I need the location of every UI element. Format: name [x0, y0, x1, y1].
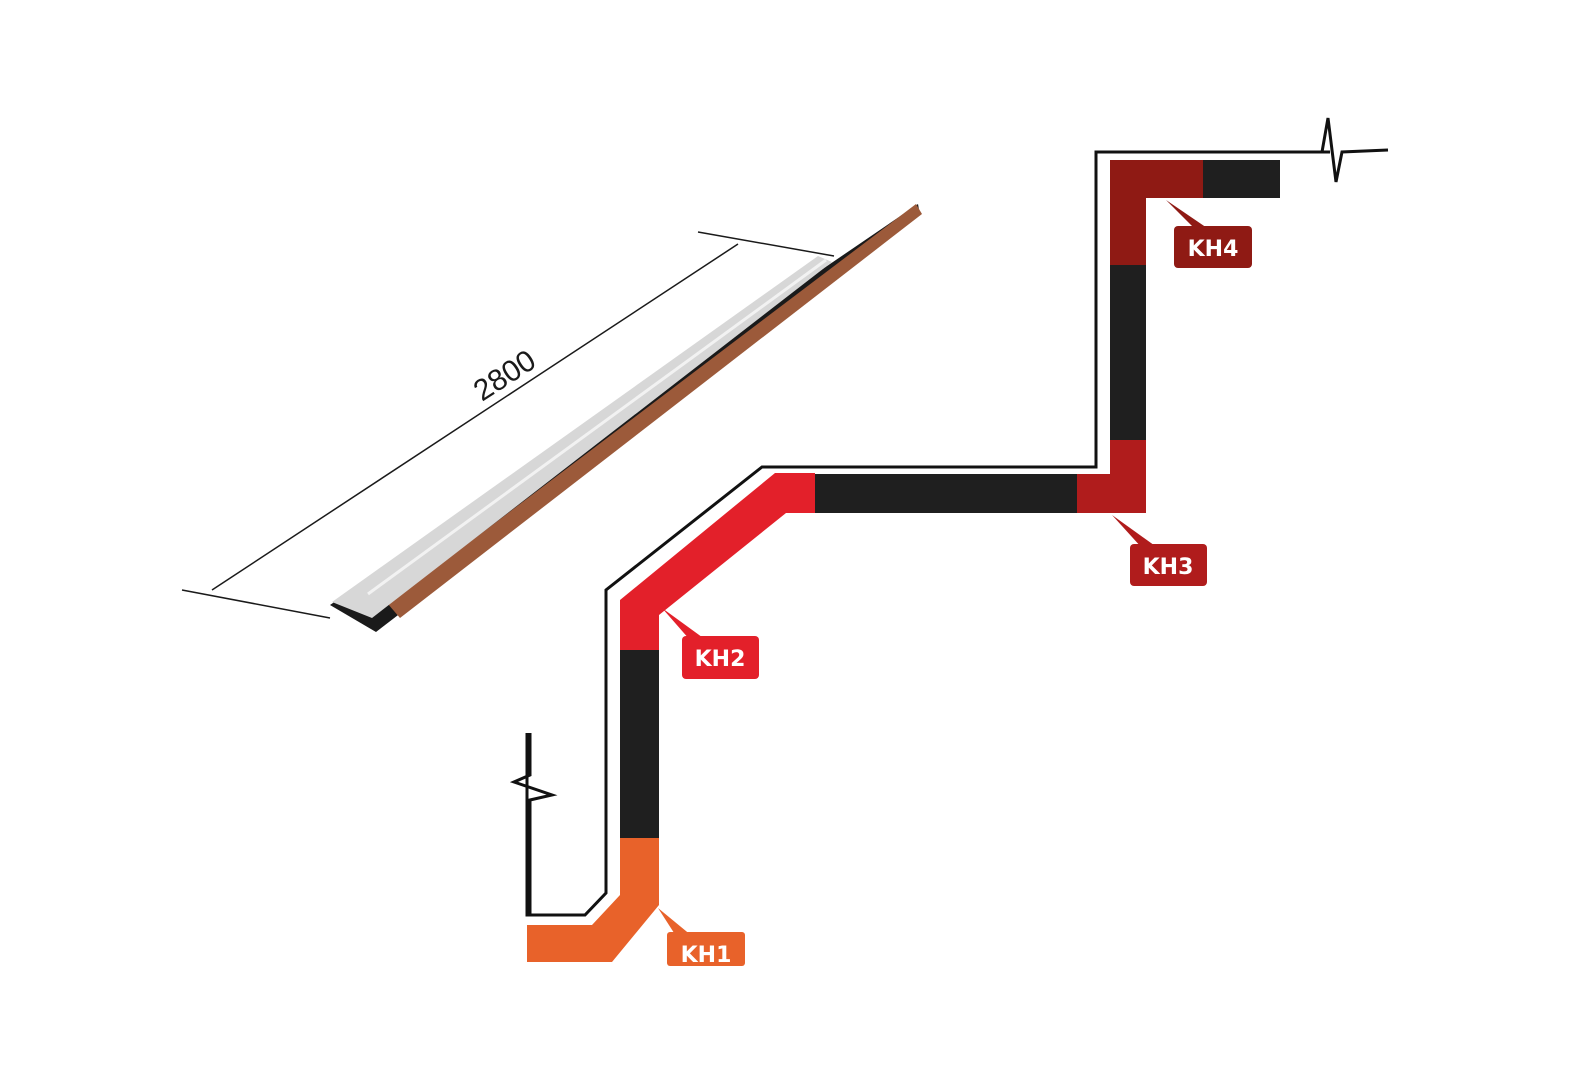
- callout-kh4-text: KH4: [1188, 237, 1239, 262]
- dimension-extension-left: [181, 589, 331, 619]
- callout-kh2-pointer: [662, 608, 706, 640]
- break-symbol-top: [1310, 117, 1389, 183]
- callout-kh4-box: [1174, 226, 1252, 268]
- callout-kh1: KH1: [658, 908, 745, 968]
- black-segment-middle-horizontal: [815, 474, 1077, 513]
- black-segment-lower-vertical: [620, 650, 659, 838]
- callout-kh3-pointer: [1112, 515, 1158, 548]
- break-symbol-bottom: [509, 733, 558, 915]
- callout-kh1-box: [667, 932, 745, 966]
- callout-kh4-pointer: [1166, 200, 1210, 230]
- kh4-segment: [1110, 160, 1203, 265]
- dimension-line: 2800: [181, 231, 835, 619]
- callout-kh2-text: KH2: [695, 647, 746, 672]
- strip-highlight: [367, 258, 827, 596]
- dimension-extension-right: [697, 231, 835, 257]
- black-segment-upper-vertical: [1110, 265, 1146, 440]
- black-segment-top-horizontal: [1203, 160, 1280, 198]
- strip-brown-face: [388, 204, 922, 618]
- profile-bands: [527, 160, 1280, 962]
- callout-kh2: KH2: [662, 608, 759, 679]
- wall-outline: [509, 117, 1389, 920]
- callout-kh2-box: [682, 636, 759, 679]
- wall-outline-line: [525, 150, 1330, 917]
- product-strip: [330, 204, 922, 632]
- callout-kh4: KH4: [1166, 200, 1252, 268]
- callout-kh3: KH3: [1112, 515, 1207, 586]
- callout-kh3-text: KH3: [1143, 555, 1194, 580]
- kh3-segment: [1077, 440, 1146, 513]
- kh1-segment: [527, 838, 659, 962]
- dimension-main-line: [211, 243, 739, 591]
- callout-kh3-box: [1130, 544, 1207, 586]
- callout-kh1-text: KH1: [681, 943, 732, 968]
- callout-kh1-pointer: [658, 908, 692, 936]
- kh2-segment: [620, 473, 815, 650]
